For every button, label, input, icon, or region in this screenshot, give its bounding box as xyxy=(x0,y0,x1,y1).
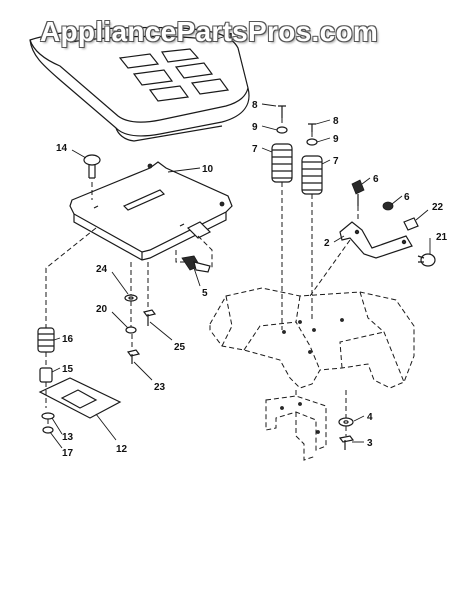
left-hardware xyxy=(37,294,157,434)
callout-16: 16 xyxy=(62,334,74,345)
callout-14: 14 xyxy=(56,143,68,154)
callout-5: 5 xyxy=(202,288,208,299)
callout-25: 25 xyxy=(174,342,186,353)
callout-24: 24 xyxy=(96,264,108,275)
callout-10: 10 xyxy=(202,164,214,175)
callout-17: 17 xyxy=(62,448,74,459)
callout-8b: 8 xyxy=(333,116,339,127)
callout-9a: 9 xyxy=(252,122,258,133)
callout-7a: 7 xyxy=(252,144,258,155)
callout-1: 1 xyxy=(228,32,234,43)
leader-lines xyxy=(49,35,431,449)
fender-outline xyxy=(209,287,415,389)
callout-23: 23 xyxy=(154,382,166,393)
callout-3: 3 xyxy=(367,438,373,449)
callout-6b: 6 xyxy=(404,192,410,203)
frame-bracket xyxy=(265,395,327,461)
seat-pan xyxy=(69,161,233,261)
right-springs xyxy=(271,105,323,195)
callout-labels: 1 8 9 7 8 9 7 6 6 22 21 2 10 14 5 24 20 … xyxy=(56,32,448,459)
callout-9b: 9 xyxy=(333,134,339,145)
callout-6a: 6 xyxy=(373,174,379,185)
callout-7b: 7 xyxy=(333,156,339,167)
callout-8a: 8 xyxy=(252,100,258,111)
callout-4: 4 xyxy=(367,412,373,423)
callout-13: 13 xyxy=(62,432,74,443)
callout-21: 21 xyxy=(436,232,448,243)
callout-22: 22 xyxy=(432,202,444,213)
seat xyxy=(29,26,250,142)
callout-2: 2 xyxy=(324,238,330,249)
callout-12: 12 xyxy=(116,444,128,455)
adjustment-knob xyxy=(181,255,211,273)
callout-15: 15 xyxy=(62,364,74,375)
carriage-bolt xyxy=(83,154,101,179)
pivot-bracket xyxy=(339,179,436,267)
assembly-lines xyxy=(45,118,359,436)
callout-20: 20 xyxy=(96,304,108,315)
watermark-text: AppliancePartsPros.com xyxy=(40,16,379,47)
